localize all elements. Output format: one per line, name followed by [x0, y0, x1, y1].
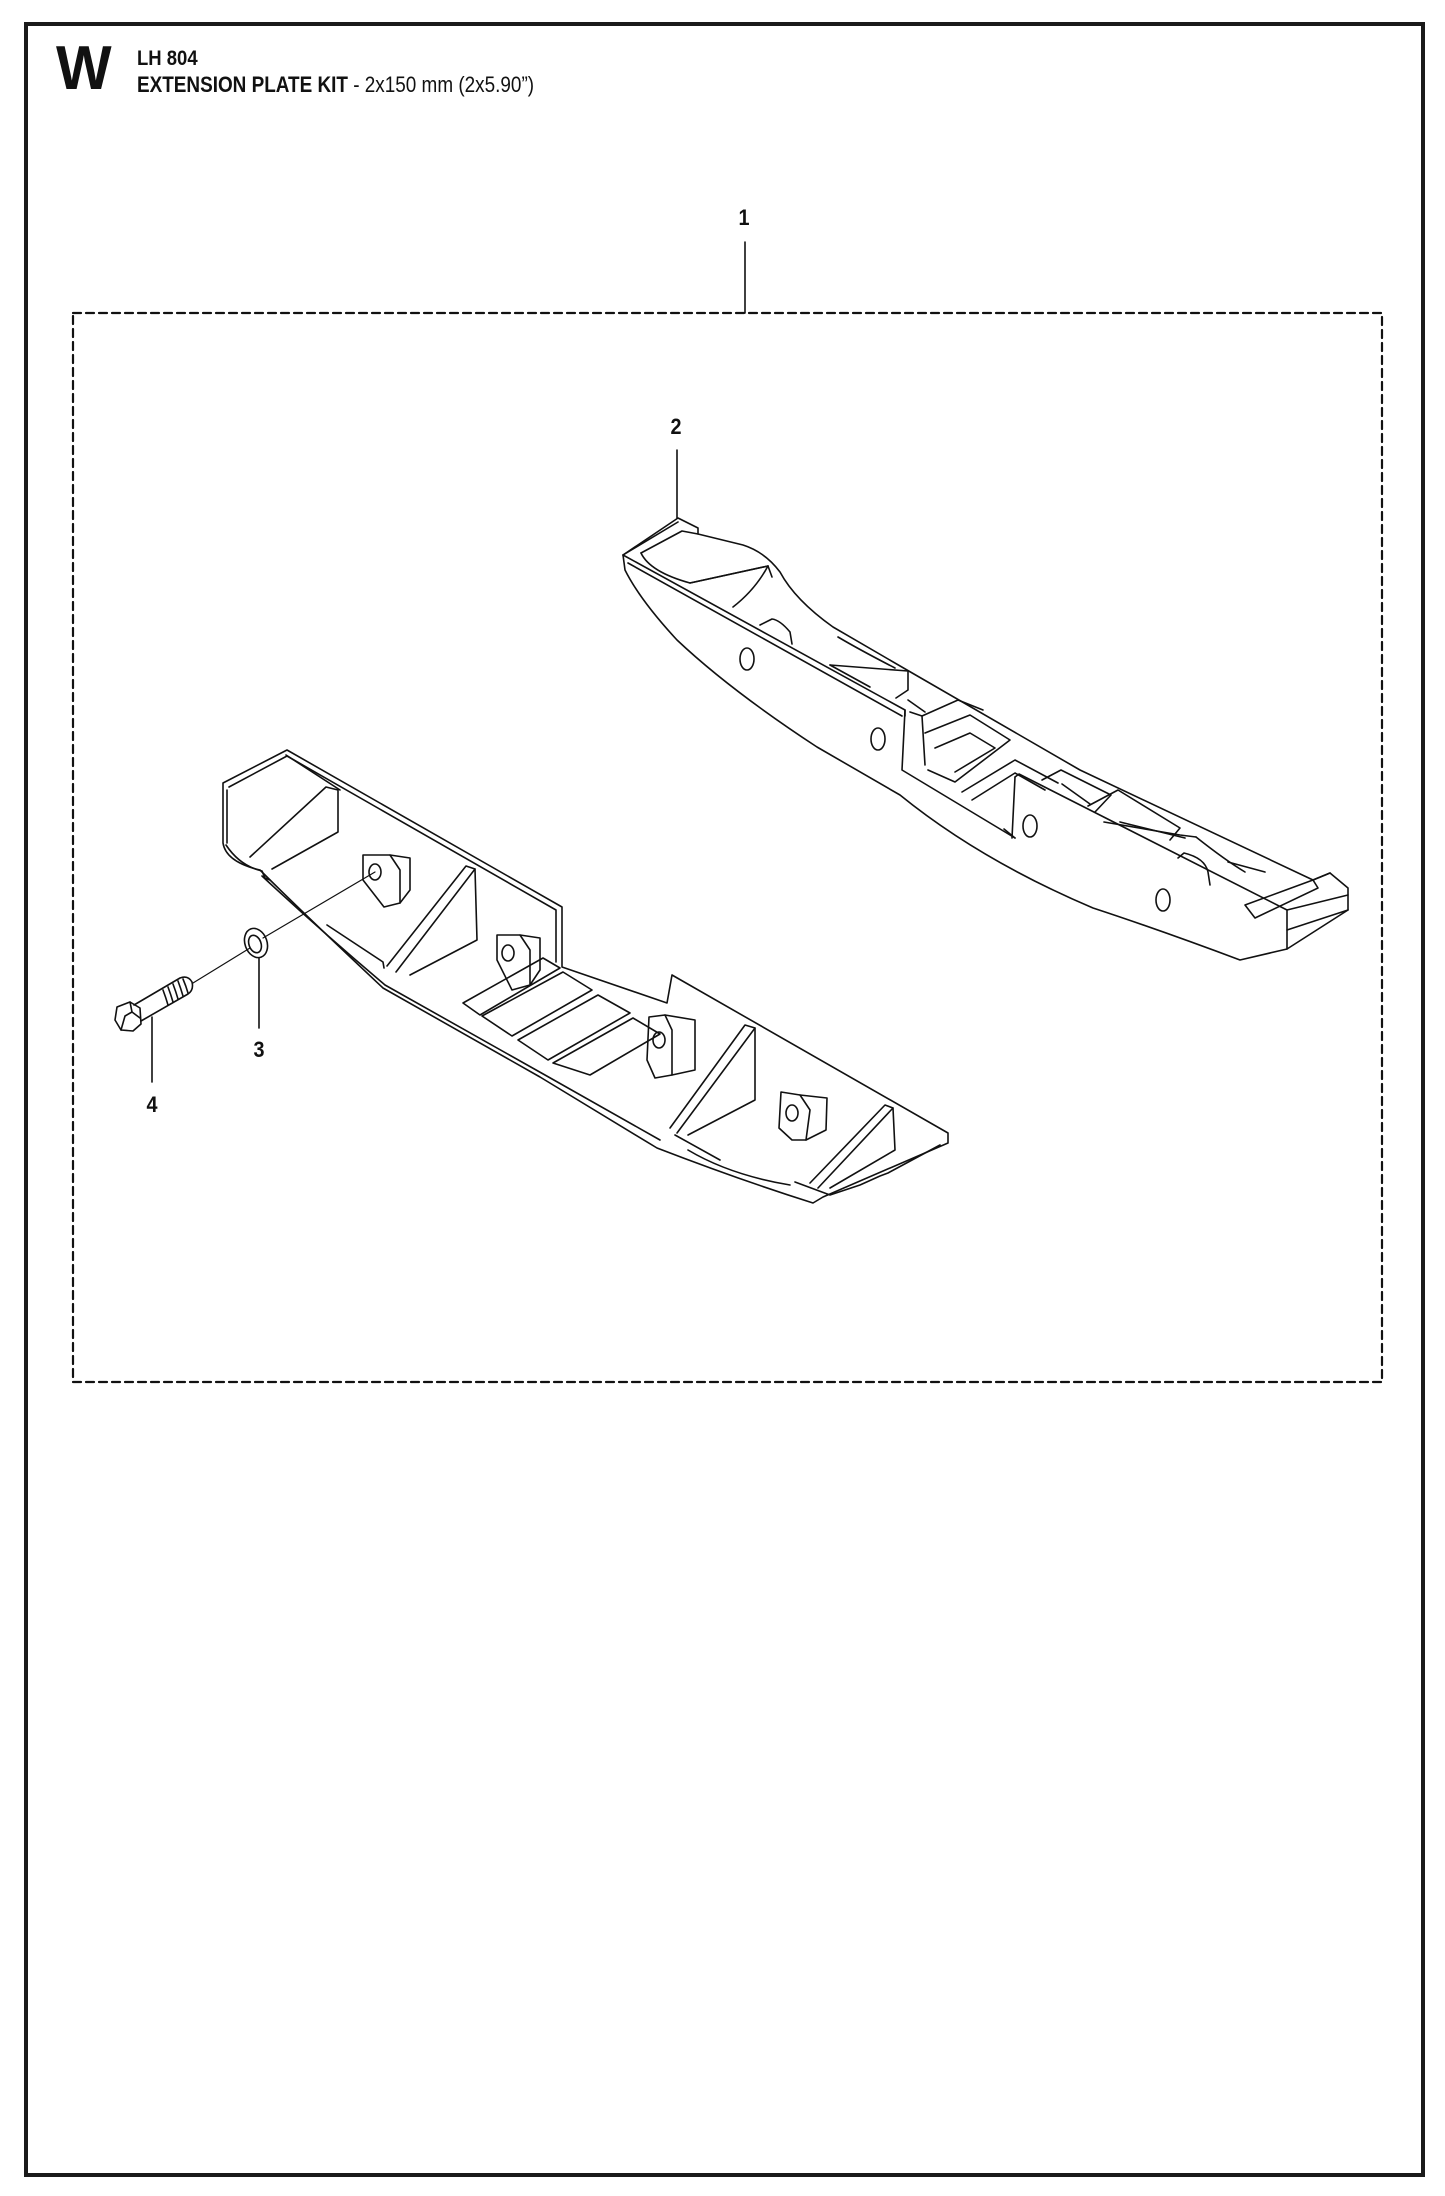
part-2-extension-plate[interactable] — [622, 517, 1349, 961]
hole-icon — [870, 727, 886, 751]
kit-group-box — [71, 311, 1384, 1384]
hole-icon — [501, 944, 515, 962]
hole-icon — [1022, 814, 1038, 838]
title-dimensions: - 2x150 mm (2x5.90”) — [347, 72, 535, 97]
hole-icon — [652, 1031, 666, 1049]
hole-icon — [785, 1104, 799, 1122]
assembly-axis-line — [192, 871, 376, 984]
callout-4[interactable]: 4 — [146, 1092, 158, 1117]
part-3-washer[interactable] — [241, 925, 272, 961]
model-name: LH 804 — [137, 47, 198, 70]
page-title: EXTENSION PLATE KIT - 2x150 mm (2x5.90”) — [137, 74, 534, 96]
hole-icon — [1155, 888, 1171, 912]
hole-icon — [368, 863, 382, 881]
callout-2[interactable]: 2 — [670, 414, 682, 439]
section-letter: W — [56, 34, 112, 103]
part-1-extension-plate-lower[interactable] — [222, 749, 949, 1204]
part-4-bolt[interactable] — [114, 976, 194, 1032]
page-frame — [24, 22, 1425, 2177]
title-bold: EXTENSION PLATE KIT — [137, 72, 348, 97]
callout-3[interactable]: 3 — [253, 1037, 265, 1062]
hole-icon — [739, 647, 755, 671]
callout-1[interactable]: 1 — [738, 205, 750, 230]
